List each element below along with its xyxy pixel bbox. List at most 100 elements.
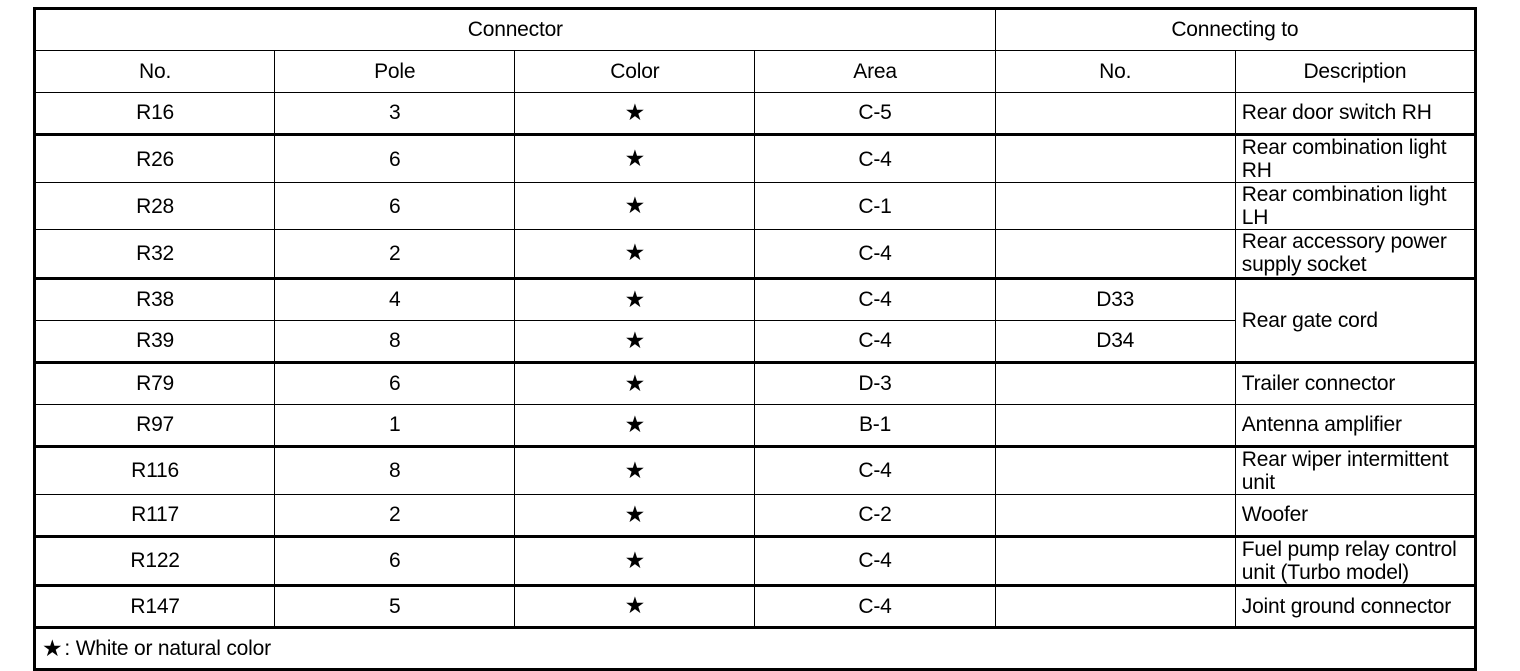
cell-connecting-no	[994, 535, 1236, 587]
cell-pole: 6	[274, 535, 516, 587]
cell-description: Rear combination light RH	[1234, 133, 1477, 184]
cell-pole: 6	[274, 361, 516, 405]
cell-description: Rear gate cord	[1234, 277, 1477, 364]
column-header-color: Color	[514, 50, 756, 93]
cell-pole: 8	[274, 319, 516, 364]
cell-color: ★	[514, 92, 756, 136]
cell-connector-no: R26	[33, 133, 276, 184]
cell-color: ★	[514, 403, 756, 448]
cell-description: Rear accessory power supply socket	[1234, 229, 1477, 280]
star-icon: ★	[42, 634, 63, 661]
group-header-connecting-to: Connecting to	[994, 8, 1477, 51]
cell-connector-no: R79	[33, 361, 276, 405]
cell-color: ★	[514, 584, 756, 629]
cell-connecting-no	[994, 445, 1236, 495]
cell-connector-no: R116	[33, 445, 276, 495]
cell-description: Rear combination light LH	[1234, 182, 1477, 231]
cell-connector-no: R39	[33, 319, 276, 364]
star-icon: ★	[624, 192, 646, 219]
cell-area: C-5	[754, 92, 996, 136]
cell-connecting-no	[994, 229, 1236, 280]
table-header: Connector Connecting to No. Pole Color A…	[33, 8, 1477, 93]
cell-connecting-no	[994, 403, 1236, 448]
cell-connector-no: R28	[33, 182, 276, 231]
cell-description: Antenna amplifier	[1234, 403, 1477, 448]
cell-description: Trailer connector	[1234, 361, 1477, 405]
star-icon: ★	[624, 500, 646, 527]
cell-area: C-4	[754, 277, 996, 321]
cell-connector-no: R117	[33, 493, 276, 538]
cell-description: Joint ground connector	[1234, 584, 1477, 629]
cell-color: ★	[514, 229, 756, 280]
cell-description: Rear wiper intermittent unit	[1234, 445, 1477, 495]
cell-area: D-3	[754, 361, 996, 405]
column-header-row: No. Pole Color Area No. Description	[33, 50, 1477, 93]
cell-pole: 5	[274, 584, 516, 629]
footnote-row: ★ : White or natural color	[34, 625, 1476, 670]
star-icon: ★	[624, 546, 646, 573]
cell-color: ★	[514, 182, 756, 231]
cell-area: C-4	[754, 445, 996, 495]
column-header-connector-no: No.	[33, 50, 276, 93]
star-icon: ★	[624, 456, 646, 483]
star-icon: ★	[624, 239, 646, 266]
cell-connector-no: R147	[33, 584, 276, 629]
cell-color: ★	[514, 319, 756, 364]
cell-connecting-no: D34	[994, 319, 1236, 364]
star-icon: ★	[624, 326, 646, 353]
cell-connecting-no	[994, 92, 1236, 136]
cell-area: B-1	[754, 403, 996, 448]
cell-connecting-no	[994, 493, 1236, 538]
connector-wiring-table: Connector Connecting to No. Pole Color A…	[33, 7, 1477, 671]
footnote-cell: ★ : White or natural color	[34, 625, 1476, 670]
cell-connector-no: R122	[33, 535, 276, 587]
cell-color: ★	[514, 493, 756, 538]
cell-area: C-4	[754, 535, 996, 587]
cell-pole: 2	[274, 493, 516, 538]
cell-color: ★	[514, 535, 756, 587]
cell-connecting-no	[994, 361, 1236, 405]
cell-color: ★	[514, 133, 756, 184]
column-header-area: Area	[754, 50, 996, 93]
cell-connecting-no	[994, 182, 1236, 231]
cell-color: ★	[514, 277, 756, 321]
cell-pole: 6	[274, 133, 516, 184]
column-header-pole: Pole	[274, 50, 516, 93]
cell-connecting-no	[994, 133, 1236, 184]
star-icon: ★	[624, 145, 646, 172]
group-header-row: Connector Connecting to	[34, 8, 1477, 51]
star-icon: ★	[624, 285, 646, 312]
cell-connecting-no: D33	[994, 277, 1236, 321]
cell-area: C-4	[754, 584, 996, 629]
table-footer: ★ : White or natural color	[34, 625, 1476, 670]
cell-area: C-4	[754, 133, 996, 184]
cell-connector-no: R32	[33, 229, 276, 280]
cell-pole: 4	[274, 277, 516, 321]
connector-table-sheet: Connector Connecting to No. Pole Color A…	[33, 7, 1477, 671]
footnote-text: : White or natural color	[64, 636, 271, 660]
cell-pole: 1	[274, 403, 516, 448]
cell-description: Woofer	[1234, 493, 1477, 538]
cell-connector-no: R97	[33, 403, 276, 448]
star-icon: ★	[624, 98, 646, 125]
cell-color: ★	[514, 361, 756, 405]
cell-color: ★	[514, 445, 756, 495]
cell-pole: 8	[274, 445, 516, 495]
star-icon: ★	[624, 592, 646, 619]
cell-pole: 2	[274, 229, 516, 280]
star-icon: ★	[624, 410, 646, 437]
cell-connector-no: R38	[33, 277, 276, 321]
column-header-connecting-no: No.	[994, 50, 1236, 93]
group-header-connector: Connector	[34, 8, 996, 51]
